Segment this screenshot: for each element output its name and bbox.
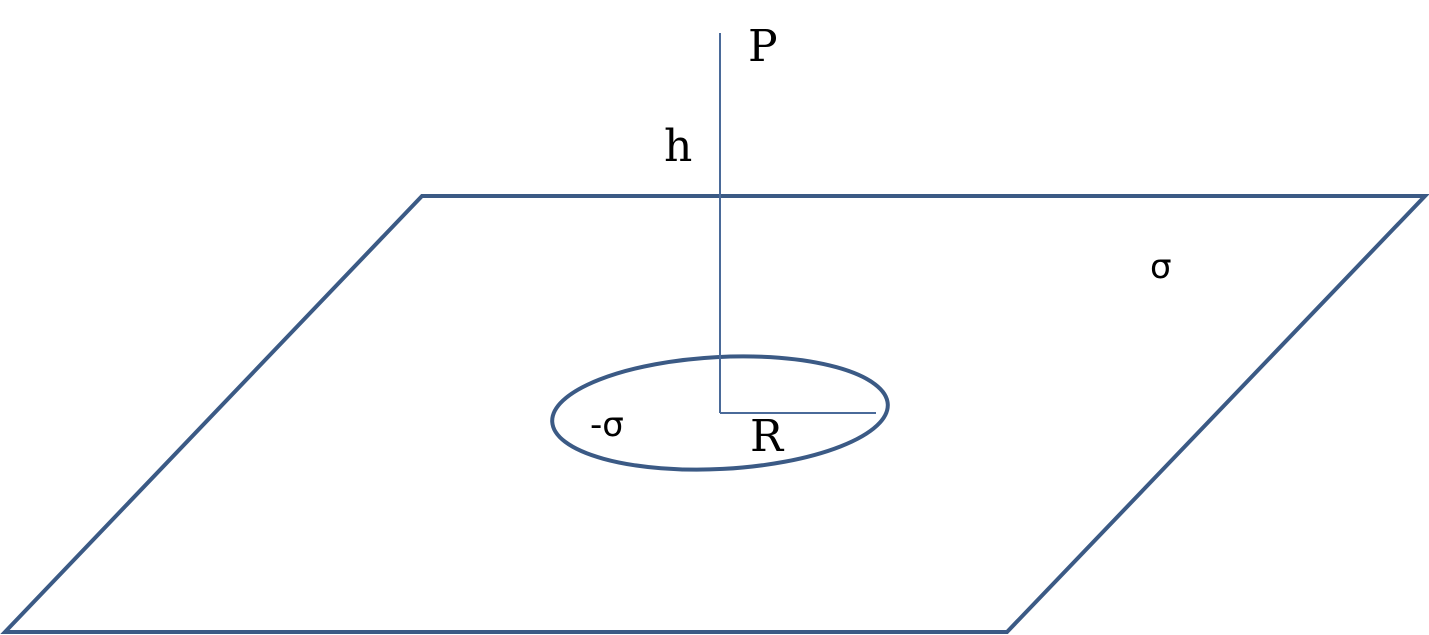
height-label: h (664, 121, 692, 172)
point-label: P (748, 21, 778, 72)
disk-density-label: -σ (590, 405, 624, 445)
radius-label: R (750, 411, 785, 462)
charged-plane (0, 194, 1429, 634)
disk-region (550, 354, 890, 472)
plane-density-label: σ (1150, 247, 1172, 287)
